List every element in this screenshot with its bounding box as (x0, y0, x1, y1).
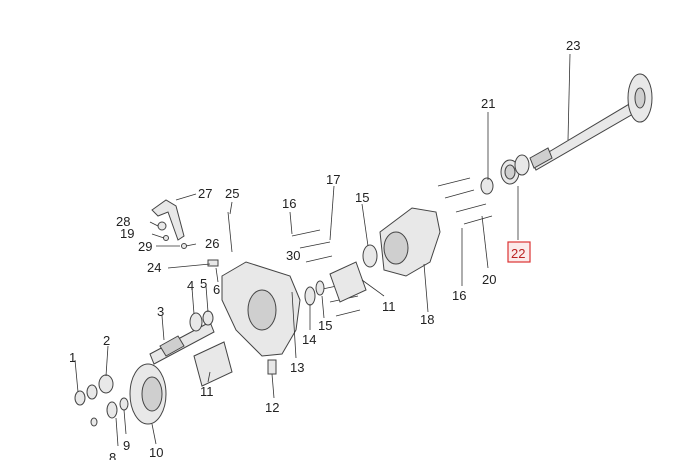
callout-26: 26 (205, 236, 219, 251)
washer-tiny (163, 235, 169, 241)
callout-19: 19 (120, 226, 134, 241)
callout-10: 10 (149, 445, 163, 460)
callout-9: 9 (123, 438, 130, 453)
callout-3: 3 (157, 304, 164, 319)
shift-lever (151, 199, 185, 241)
oil-seal (362, 244, 378, 268)
axle-shaft (529, 73, 653, 171)
bearing-small (106, 401, 118, 419)
bearing-cone (98, 374, 114, 394)
seal-bearing-set (480, 154, 530, 195)
callout-4: 4 (187, 278, 194, 293)
callout-12: 12 (265, 400, 279, 415)
callout-21: 21 (481, 96, 495, 111)
callout-18: 18 (420, 312, 434, 327)
callout-14: 14 (302, 332, 316, 347)
callout-11-upper: 11 (382, 299, 396, 314)
lever-bolt (157, 221, 167, 231)
callout-16-left: 16 (282, 196, 296, 211)
callout-27: 27 (198, 186, 212, 201)
callout-15-lower: 15 (318, 318, 332, 333)
callout-22: 22 (511, 246, 525, 261)
spacer-tube (329, 261, 367, 303)
shim (119, 397, 129, 411)
washer-small (86, 384, 98, 400)
callout-1: 1 (69, 350, 76, 365)
callout-15-upper: 15 (355, 190, 369, 205)
drain-plug (267, 359, 277, 375)
callout-28: 28 (116, 214, 130, 229)
callout-25: 25 (225, 186, 239, 201)
highlight-box (507, 241, 531, 263)
callout-29: 29 (138, 239, 152, 254)
nut (181, 243, 187, 249)
callout-30: 30 (286, 248, 300, 263)
pin (90, 417, 98, 427)
callout-13: 13 (290, 360, 304, 375)
bearing (189, 312, 203, 332)
o-ring (304, 286, 316, 306)
drive-gear (129, 363, 167, 425)
circlip (74, 390, 86, 406)
callout-5: 5 (200, 276, 207, 291)
callout-8: 8 (109, 450, 116, 460)
washer (202, 310, 214, 326)
callout-labels: 1 2 3 4 5 6 8 9 10 11 11 12 13 14 15 15 … (69, 38, 580, 465)
leader-lines (74, 53, 571, 447)
gear-case (221, 261, 301, 357)
gear-shaft (149, 321, 215, 365)
callout-24: 24 (147, 260, 161, 275)
axle-housing (379, 207, 441, 277)
snap-ring (315, 280, 325, 296)
callout-17: 17 (326, 172, 340, 187)
callout-11-lower: 11 (200, 384, 214, 399)
detent (207, 259, 219, 267)
sleeve (193, 341, 233, 387)
callout-20: 20 (482, 272, 496, 287)
callout-23: 23 (566, 38, 580, 53)
callout-16-right: 16 (452, 288, 466, 303)
callout-6: 6 (213, 282, 220, 297)
callout-2: 2 (103, 333, 110, 348)
pin-rod (227, 211, 233, 253)
